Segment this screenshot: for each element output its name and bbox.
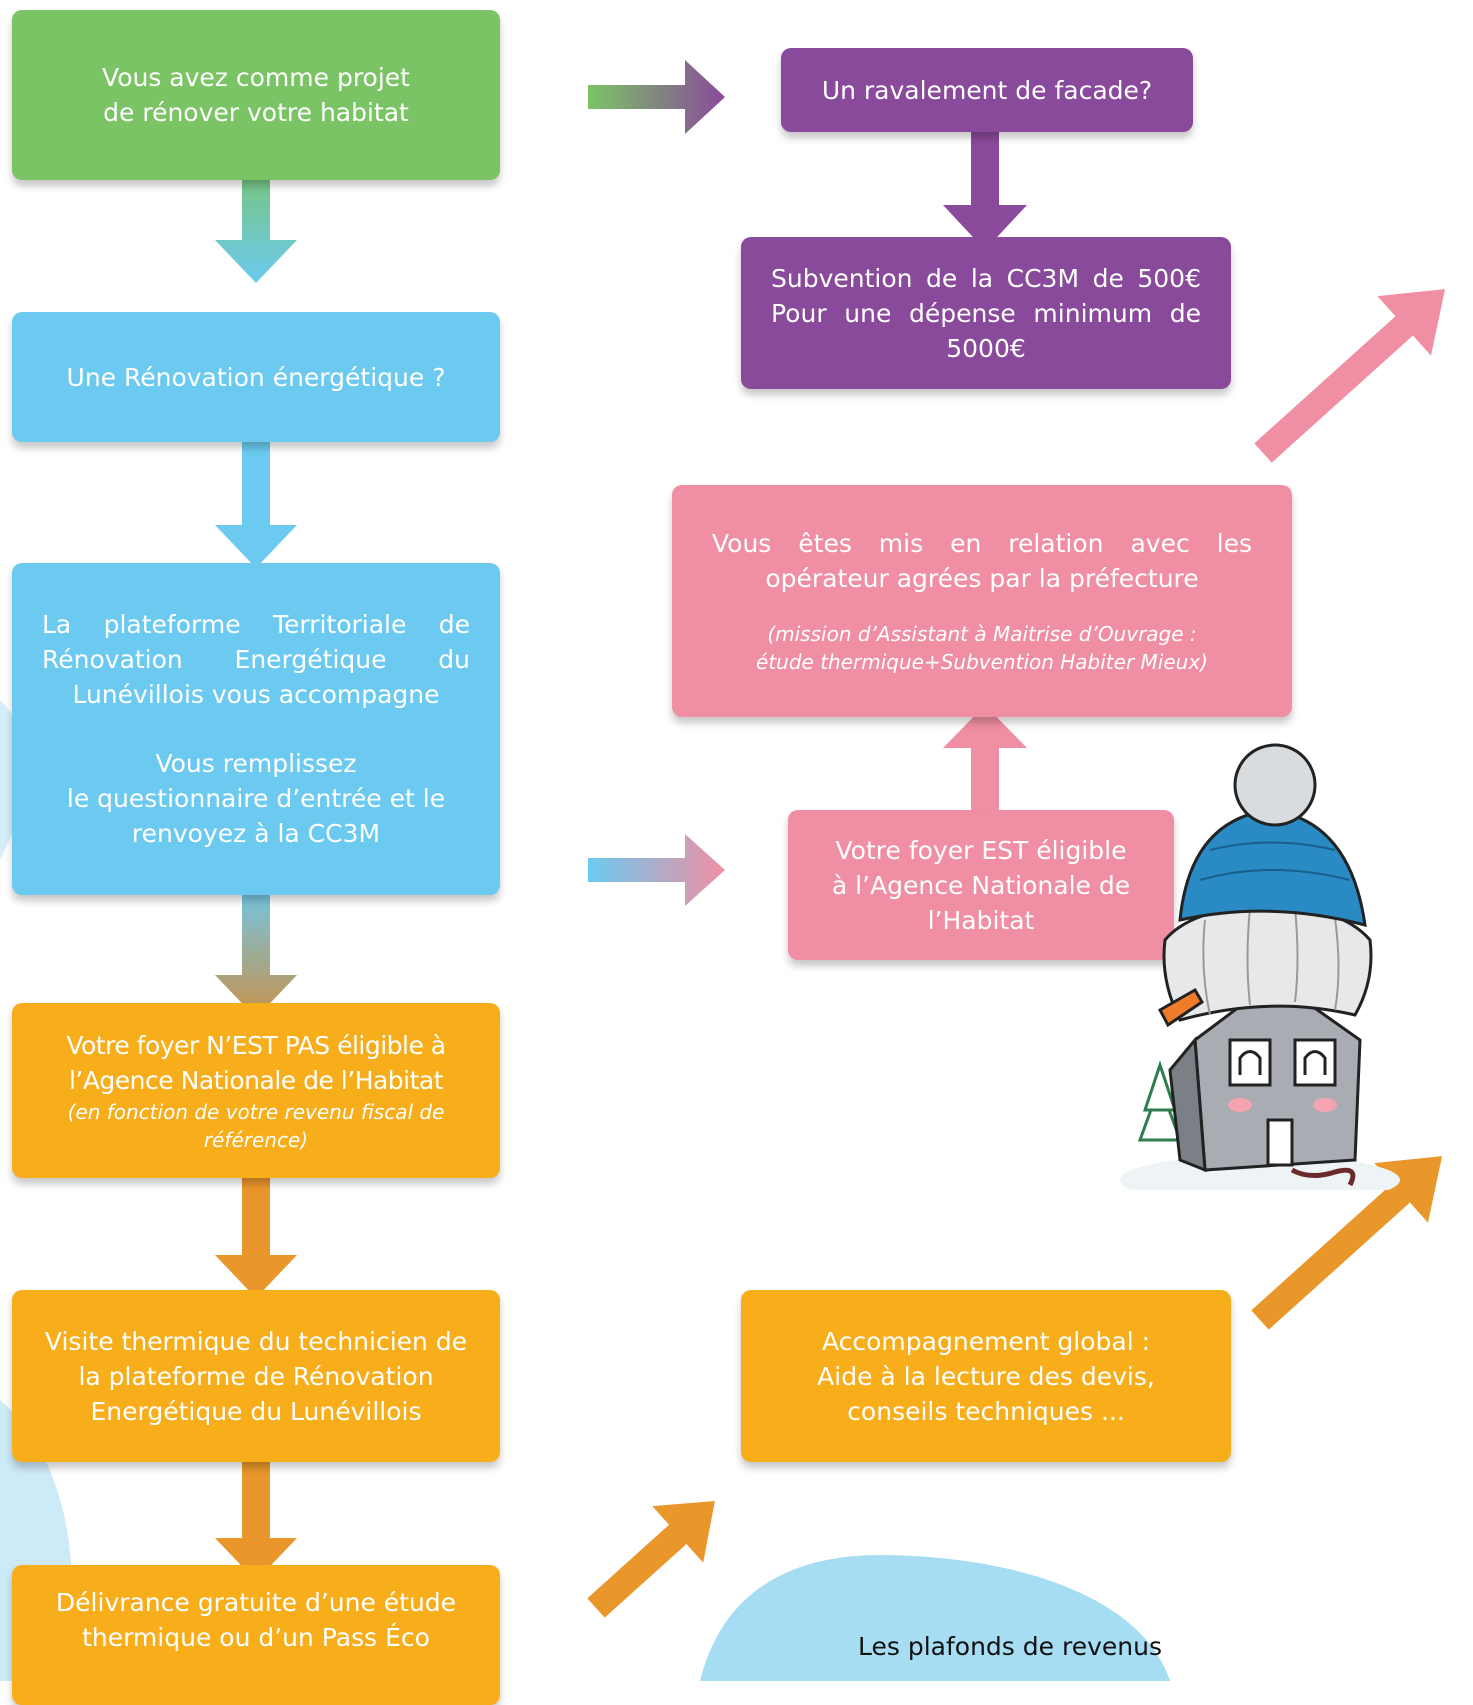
delivrance-line-1: Délivrance gratuite d’une étude (55, 1588, 457, 1617)
delivrance-line-2: thermique ou d’un Pass Éco (82, 1623, 430, 1652)
operateurs-note-line-1: (mission d’Assistant à Maitrise d’Ouvrag… (767, 622, 1197, 646)
box-visite: Visite thermique du technicien de la pla… (12, 1290, 500, 1462)
box-operateurs: Vous êtes mis en relation avec les opéra… (672, 485, 1292, 717)
arrow-down-5 (215, 1448, 297, 1581)
project-line-1: Vous avez comme projet (102, 63, 410, 92)
plateforme-para-2-line-2: le questionnaire d’entrée et le (66, 784, 446, 813)
not-eligible-note: (en fonction de votre revenu fiscal de r… (67, 1099, 445, 1152)
box-project: Vous avez comme projet de rénover votre … (12, 10, 500, 180)
subvention-text: Subvention de la CC3M de 500€ Pour une d… (771, 263, 1201, 363)
arrow-diagonal-pink (1254, 289, 1446, 463)
arrow-down-1 (215, 148, 297, 283)
arrow-diagonal-orange-2 (587, 1500, 715, 1618)
box-renovation: Une Rénovation énergétique ? (12, 312, 500, 442)
box-accompagnement: Accompagnement global : Aide à la lectur… (741, 1290, 1231, 1462)
box-delivrance: Délivrance gratuite d’une étude thermiqu… (12, 1565, 500, 1705)
arrow-up-pink (943, 705, 1027, 810)
box-plateforme: La plateforme Territoriale de Rénovation… (12, 563, 500, 895)
plafonds-title: Les plafonds de revenus (858, 1632, 1162, 1661)
plateforme-para-2-line-3: renvoyez à la CC3M (131, 819, 381, 848)
project-line-2: de rénover votre habitat (103, 98, 409, 127)
operateurs-text: Vous êtes mis en relation avec les opéra… (712, 529, 1252, 593)
accompagnement-line-1: Accompagnement global : (821, 1326, 1151, 1356)
arrow-diagonal-orange-1 (1251, 1156, 1443, 1330)
renovation-text: Une Rénovation énergétique ? (66, 362, 446, 392)
box-ravalement: Un ravalement de facade? (781, 48, 1193, 132)
box-subvention: Subvention de la CC3M de 500€ Pour une d… (741, 237, 1231, 389)
plateforme-para-2-line-1: Vous remplissez (155, 749, 357, 778)
arrow-down-3 (215, 880, 297, 1018)
box-not-eligible: Votre foyer N’EST PAS éligible à l’Agenc… (12, 1003, 500, 1178)
arrow-right-1 (588, 60, 725, 134)
eligible-line-3: l’Habitat (927, 905, 1035, 935)
arrow-down-purple (943, 120, 1027, 250)
eligible-line-1: Votre foyer EST éligible (835, 835, 1127, 865)
ravalement-text: Un ravalement de facade? (821, 75, 1153, 105)
plateforme-para-1: La plateforme Territoriale de Rénovation… (42, 610, 470, 709)
eligible-line-2: à l’Agence Nationale de (831, 870, 1131, 900)
plafonds-blob (700, 1555, 1170, 1681)
box-eligible: Votre foyer EST éligible à l’Agence Nati… (788, 810, 1174, 960)
accompagnement-line-2: Aide à la lecture des devis, (817, 1361, 1155, 1391)
arrow-down-4 (215, 1165, 297, 1298)
arrow-down-2 (215, 430, 297, 568)
accompagnement-line-3: conseils techniques ... (847, 1396, 1125, 1426)
house-with-wool-hat-icon (1120, 743, 1400, 1190)
arrow-right-2 (588, 834, 725, 906)
not-eligible-text: Votre foyer N’EST PAS éligible à l’Agenc… (66, 1030, 446, 1095)
operateurs-note-line-2: étude thermique+Subvention Habiter Mieux… (756, 650, 1208, 674)
visite-text: Visite thermique du technicien de la pla… (44, 1326, 468, 1426)
